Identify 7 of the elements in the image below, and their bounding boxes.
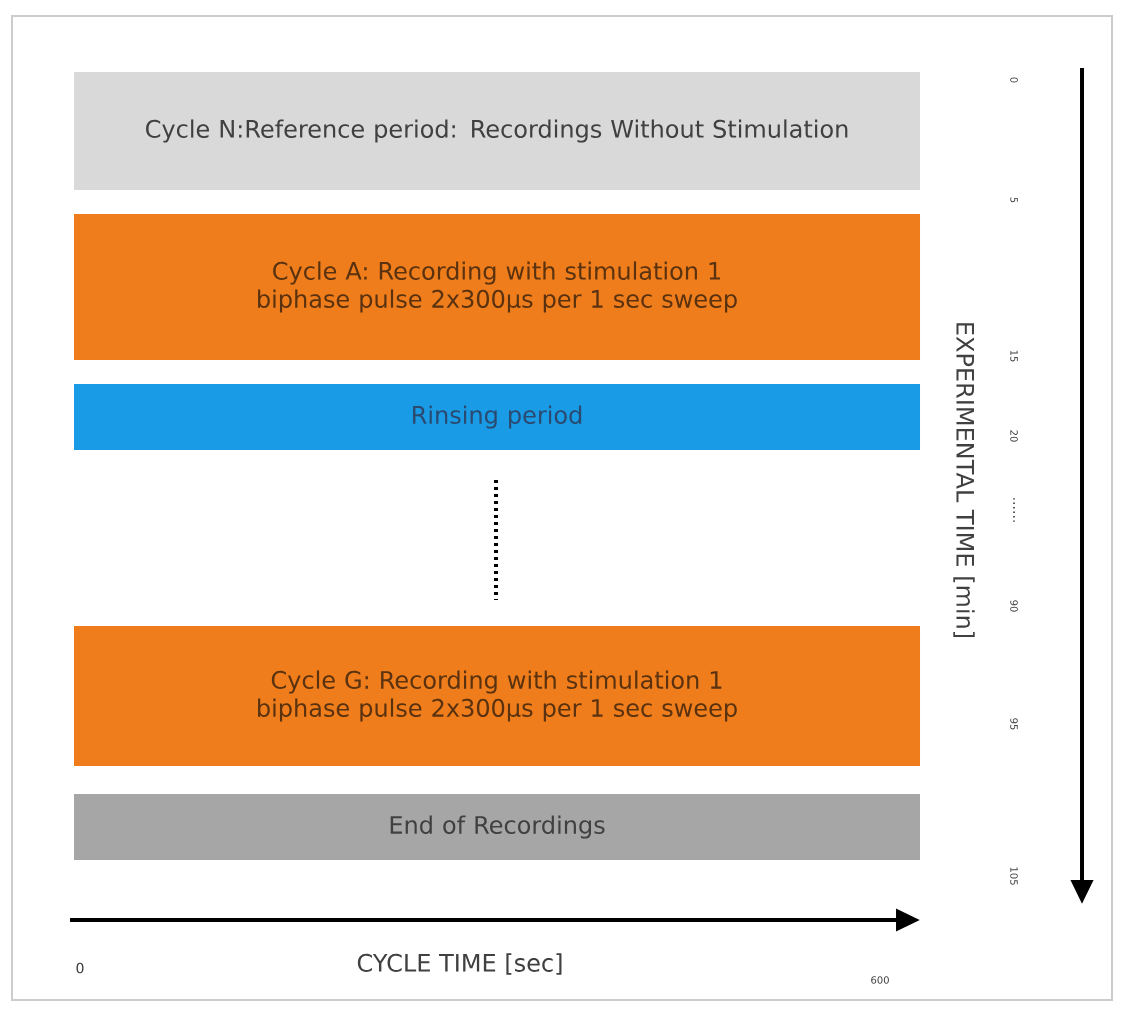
period-band: End of Recordings [74,794,920,860]
period-band: Cycle A: Recording with stimulation 1 biphase pulse 2x300µs per 1 sec sweep [74,214,920,360]
period-band: Cycle N:Reference period: Recordings Without Stimulation [74,72,920,190]
axis-title: CYCLE TIME [sec] [357,953,562,975]
period-band: Rinsing period [74,384,920,450]
period-band: Cycle G: Recording with stimulation 1 biphase pulse 2x300µs per 1 sec sweep [74,626,920,766]
axis-title: EXPERIMENTAL TIME [min] [953,323,975,638]
